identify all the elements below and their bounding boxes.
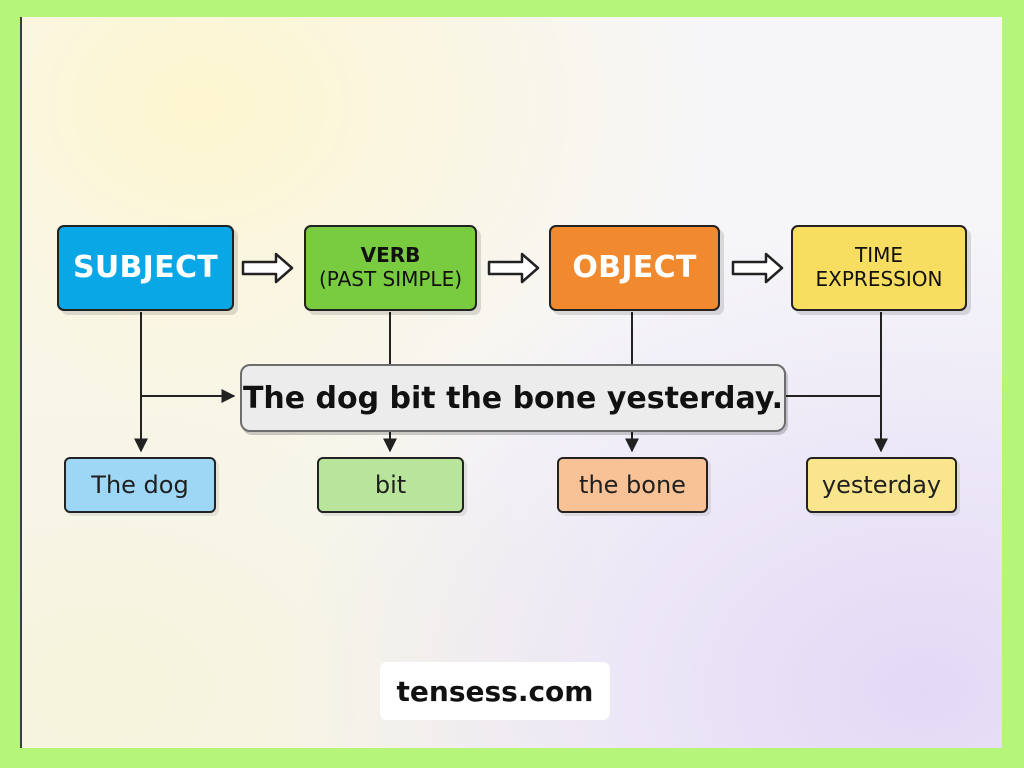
- answer-object-text: the bone: [579, 470, 686, 499]
- answer-time: yesterday: [806, 457, 957, 513]
- category-verb: VERB (PAST SIMPLE): [304, 225, 477, 311]
- category-subject-label: SUBJECT: [72, 250, 219, 286]
- category-time: TIME EXPRESSION: [791, 225, 967, 311]
- flow-arrow-subject-verb: [241, 252, 294, 284]
- category-verb-label: VERB: [360, 243, 421, 268]
- answer-verb-text: bit: [374, 470, 407, 499]
- answer-subject: The dog: [64, 457, 216, 513]
- answer-subject-text: The dog: [91, 470, 189, 499]
- flow-arrow-verb-object: [487, 252, 540, 284]
- site-watermark: tensess.com: [380, 662, 610, 720]
- category-object: OBJECT: [549, 225, 720, 311]
- answer-time-text: yesterday: [821, 470, 942, 499]
- category-time-label-2: EXPRESSION: [815, 267, 943, 291]
- category-time-label-1: TIME: [854, 243, 903, 268]
- example-sentence: The dog bit the bone yesterday.: [240, 364, 786, 432]
- category-subject: SUBJECT: [57, 225, 234, 311]
- answer-object: the bone: [557, 457, 708, 513]
- flow-arrow-object-time: [731, 252, 784, 284]
- answer-verb: bit: [317, 457, 464, 513]
- category-object-label: OBJECT: [572, 250, 697, 286]
- category-verb-sublabel: (PAST SIMPLE): [318, 267, 463, 291]
